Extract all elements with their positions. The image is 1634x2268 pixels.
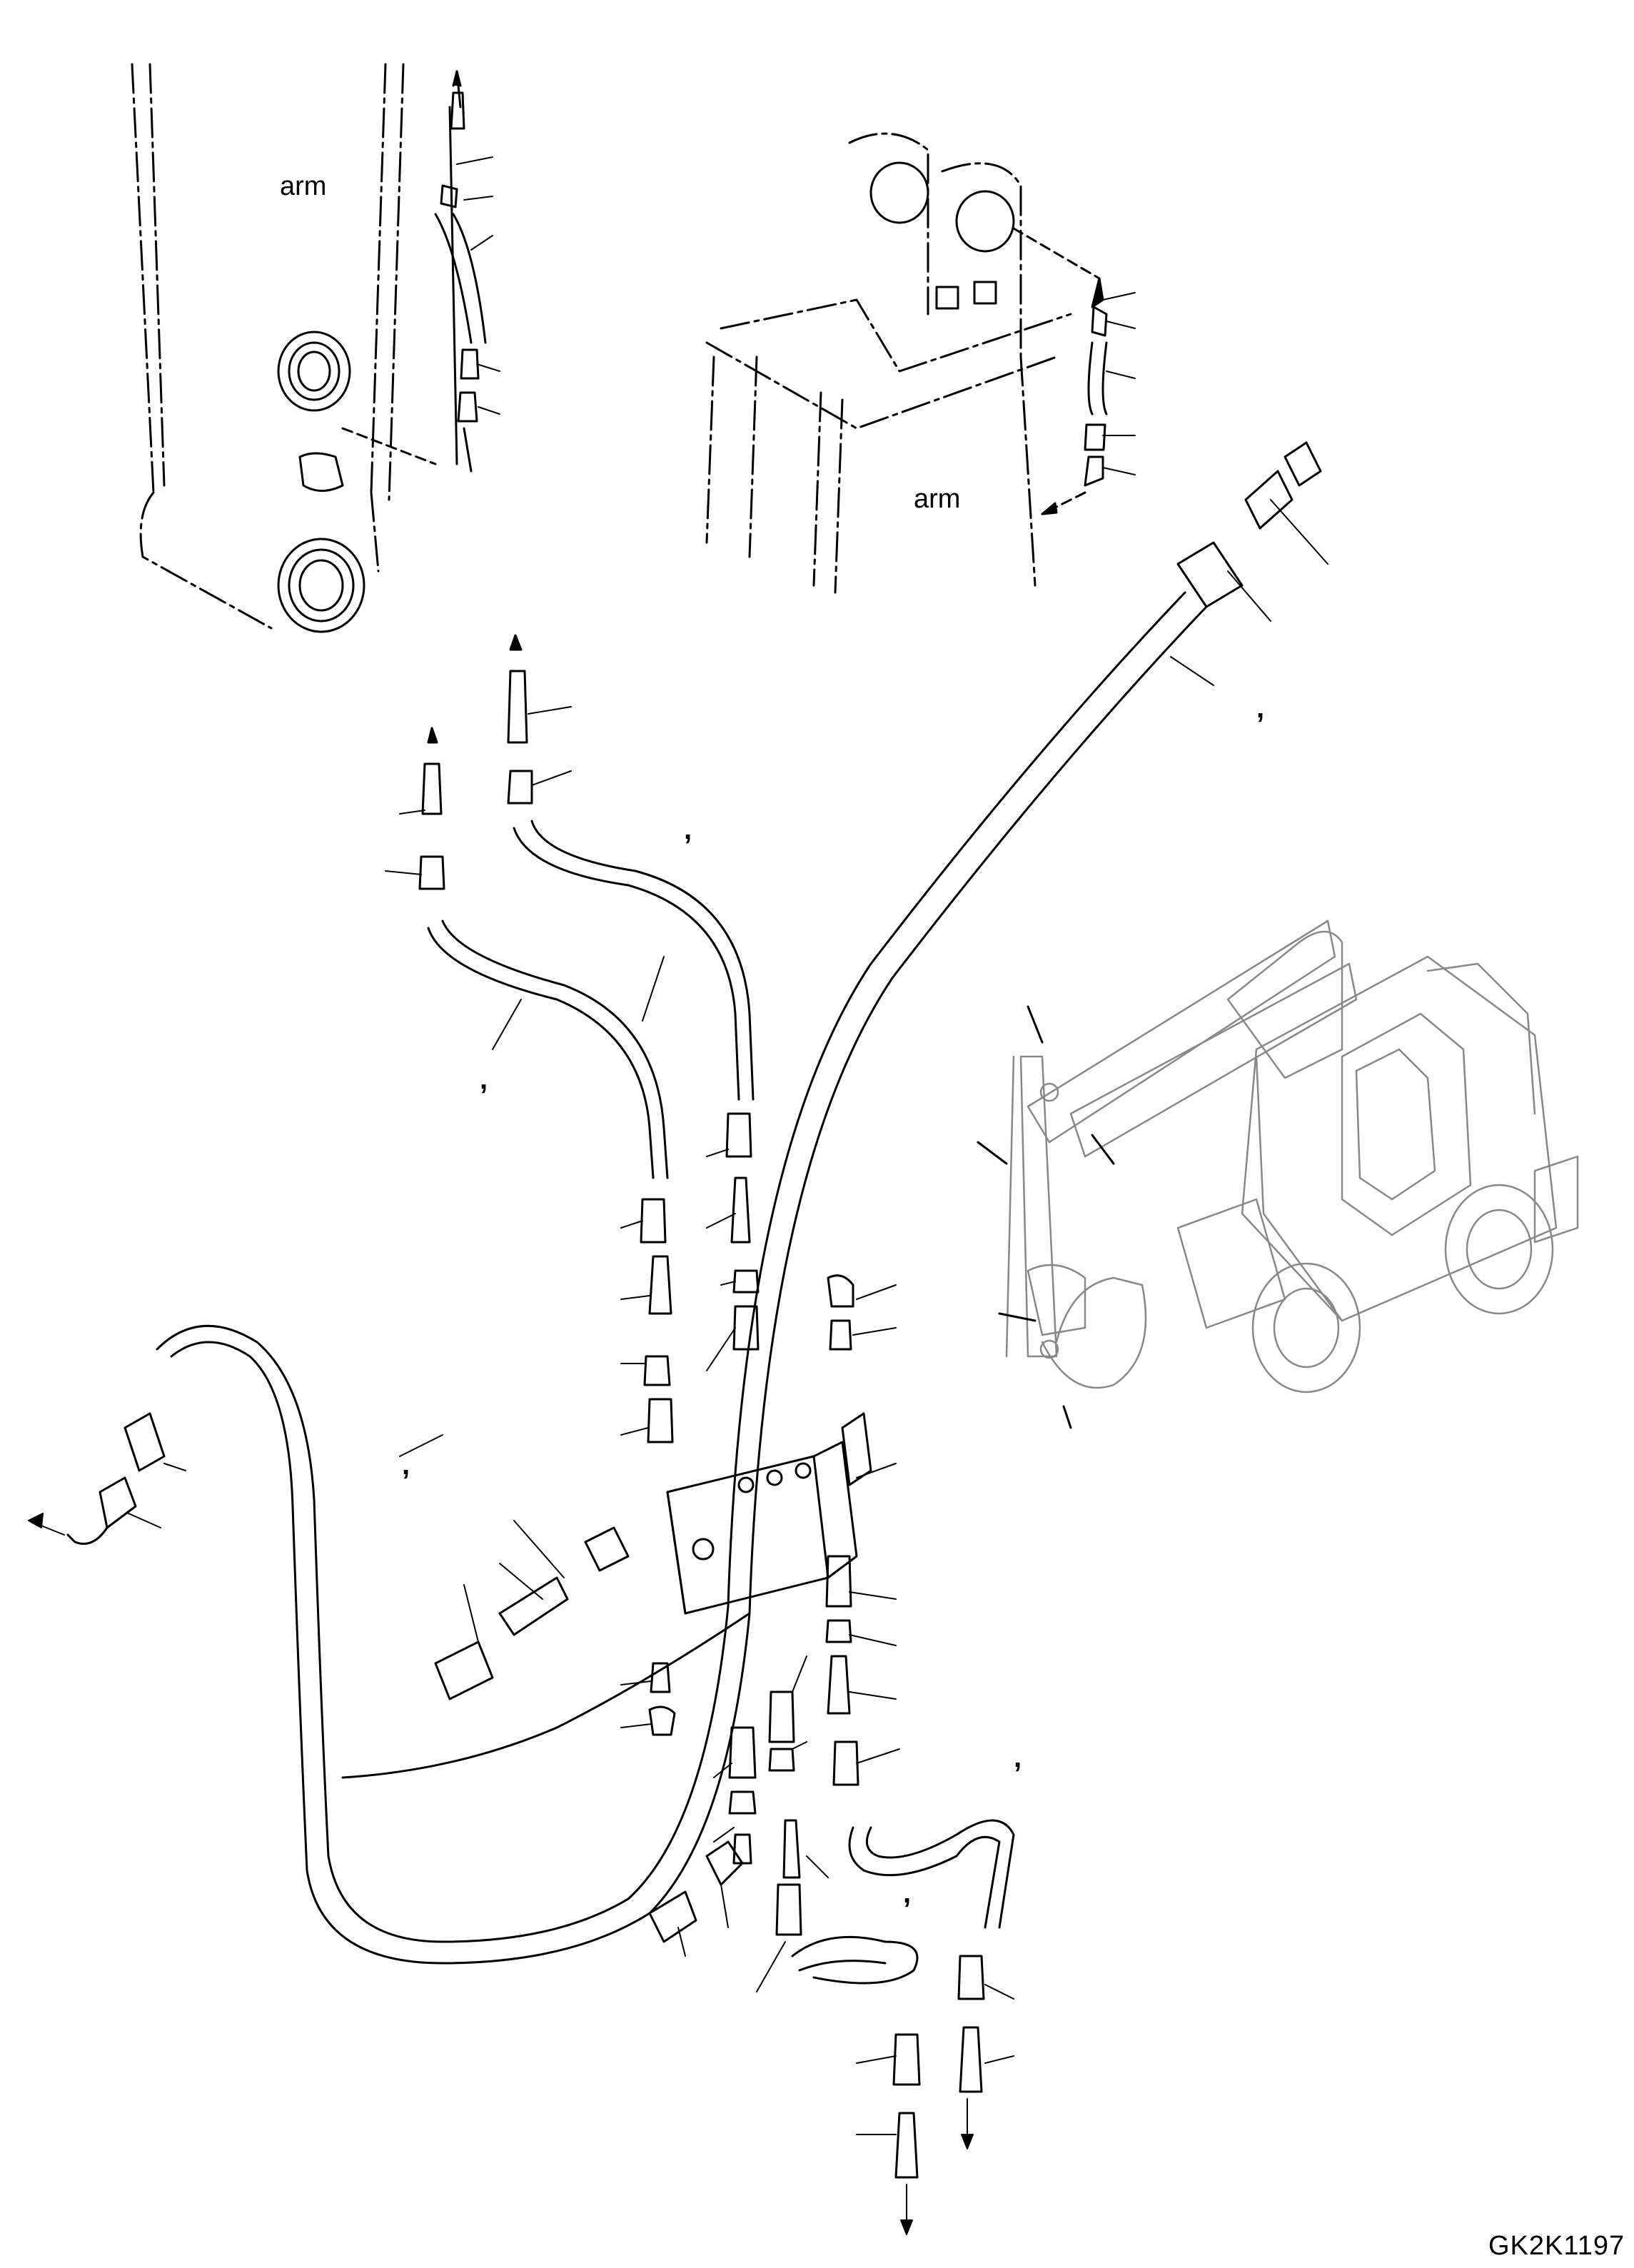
- comma-mark: ,: [903, 1878, 912, 1909]
- excavator-illustration: [1005, 919, 1579, 1393]
- drawing-code: GK2K1197: [1488, 2231, 1625, 2261]
- lower-fittings: [434, 1526, 921, 2179]
- arm-label-right: arm: [914, 484, 961, 514]
- arm-inset-left: [131, 63, 487, 633]
- comma-mark: ,: [480, 1064, 488, 1095]
- arm-label-left: arm: [280, 171, 327, 201]
- loop-hose-left: [156, 1324, 751, 1965]
- comma-mark: ,: [1256, 692, 1265, 724]
- arm-inset-right: [705, 132, 1108, 594]
- lower-right-hose: [848, 1819, 1015, 2093]
- flow-arrows: [28, 1513, 974, 2235]
- leader-lines: [128, 156, 1328, 2135]
- long-hose-right-fittings: [1176, 441, 1322, 608]
- excavator-pointer-arrows: [977, 1005, 1115, 1429]
- centre-hose-2: [513, 820, 755, 1101]
- comma-mark: ,: [402, 1449, 410, 1481]
- distribution-block: [666, 1412, 872, 1615]
- comma-mark: ,: [1014, 1742, 1022, 1773]
- comma-mark: ,: [684, 814, 692, 845]
- centre-fittings: [418, 634, 854, 1443]
- centre-hose-1: [427, 919, 669, 1179]
- left-end-fittings: [66, 1412, 166, 1545]
- long-hose-right: [627, 591, 1208, 1915]
